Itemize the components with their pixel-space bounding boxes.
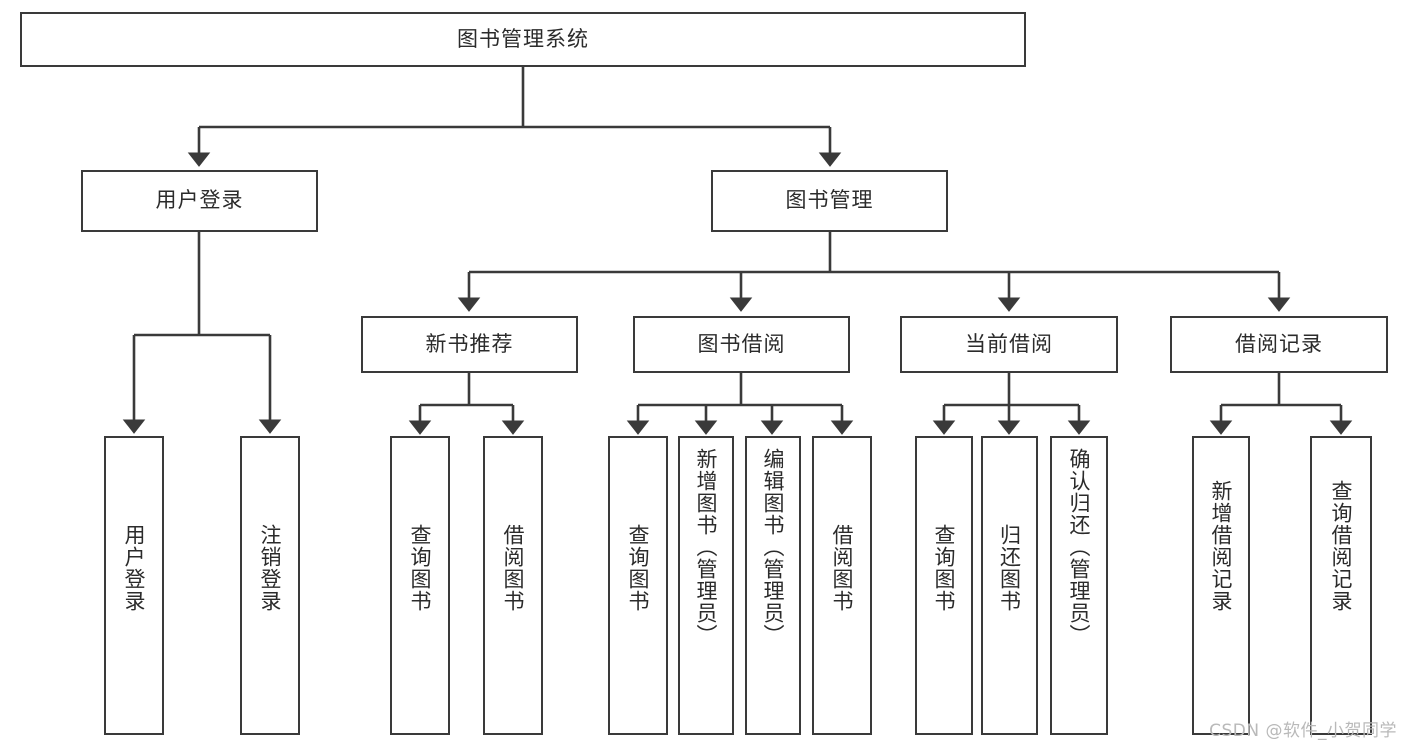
node-leaf-return-book-label: 归还图书 bbox=[997, 524, 1022, 612]
node-user-login-label: 用户登录 bbox=[155, 188, 244, 213]
node-book-borrow-label: 图书借阅 bbox=[697, 331, 786, 356]
node-leaf-query-book-3-label: 查询图书 bbox=[932, 524, 957, 612]
node-user-login[interactable]: 用户登录 bbox=[81, 170, 318, 232]
node-leaf-confirm-return[interactable]: 确认归还（管理员） bbox=[1050, 436, 1108, 735]
node-leaf-edit-book-label: 编辑图书（管理员） bbox=[761, 448, 786, 646]
watermark: CSDN @软件_小贺同学 bbox=[1209, 721, 1397, 741]
node-book-borrow[interactable]: 图书借阅 bbox=[633, 316, 850, 373]
node-borrow-record[interactable]: 借阅记录 bbox=[1170, 316, 1388, 373]
node-leaf-user-login-label: 用户登录 bbox=[122, 524, 147, 612]
node-leaf-add-book[interactable]: 新增图书（管理员） bbox=[678, 436, 734, 735]
node-leaf-add-book-label: 新增图书（管理员） bbox=[694, 448, 719, 646]
node-leaf-confirm-return-label: 确认归还（管理员） bbox=[1067, 448, 1092, 646]
node-leaf-query-book-1-label: 查询图书 bbox=[408, 524, 433, 612]
node-book-manage-label: 图书管理 bbox=[785, 188, 874, 213]
node-leaf-borrow-book-2-label: 借阅图书 bbox=[830, 524, 855, 612]
node-leaf-query-record-label: 查询借阅记录 bbox=[1329, 480, 1354, 612]
node-leaf-add-record[interactable]: 新增借阅记录 bbox=[1192, 436, 1250, 735]
node-root-label: 图书管理系统 bbox=[457, 26, 589, 51]
node-current-borrow-label: 当前借阅 bbox=[965, 331, 1053, 356]
node-new-book-recommend[interactable]: 新书推荐 bbox=[361, 316, 578, 373]
node-leaf-query-book-2[interactable]: 查询图书 bbox=[608, 436, 668, 735]
node-leaf-query-book-1[interactable]: 查询图书 bbox=[390, 436, 450, 735]
node-root[interactable]: 图书管理系统 bbox=[20, 12, 1026, 67]
node-leaf-query-book-2-label: 查询图书 bbox=[626, 524, 651, 612]
node-leaf-borrow-book-2[interactable]: 借阅图书 bbox=[812, 436, 872, 735]
node-leaf-borrow-book-1-label: 借阅图书 bbox=[501, 524, 526, 612]
node-leaf-query-record[interactable]: 查询借阅记录 bbox=[1310, 436, 1372, 735]
node-leaf-user-logout-label: 注销登录 bbox=[258, 524, 283, 612]
node-leaf-user-login[interactable]: 用户登录 bbox=[104, 436, 164, 735]
node-new-book-recommend-label: 新书推荐 bbox=[425, 331, 514, 356]
node-borrow-record-label: 借阅记录 bbox=[1235, 331, 1323, 356]
node-leaf-add-record-label: 新增借阅记录 bbox=[1209, 480, 1234, 612]
node-leaf-return-book[interactable]: 归还图书 bbox=[981, 436, 1038, 735]
node-current-borrow[interactable]: 当前借阅 bbox=[900, 316, 1118, 373]
node-leaf-query-book-3[interactable]: 查询图书 bbox=[915, 436, 973, 735]
node-leaf-edit-book[interactable]: 编辑图书（管理员） bbox=[745, 436, 801, 735]
node-leaf-user-logout[interactable]: 注销登录 bbox=[240, 436, 300, 735]
node-leaf-borrow-book-1[interactable]: 借阅图书 bbox=[483, 436, 543, 735]
node-book-manage[interactable]: 图书管理 bbox=[711, 170, 948, 232]
